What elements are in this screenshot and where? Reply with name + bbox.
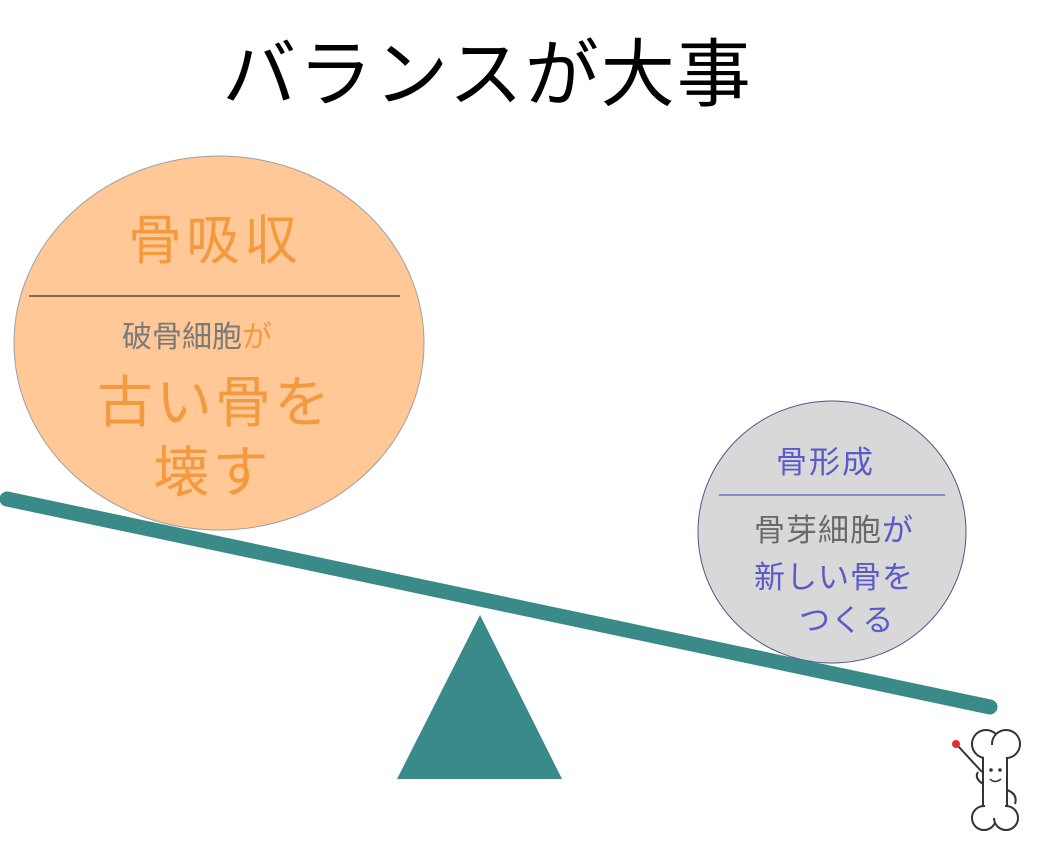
formation-cell-line: 骨芽細胞が	[754, 516, 914, 547]
formation-circle	[697, 400, 967, 664]
formation-action-line2: つくる	[799, 603, 895, 639]
resorption-particle: が	[242, 320, 272, 355]
seesaw-beam	[0, 491, 998, 715]
resorption-circle	[13, 155, 425, 531]
formation-cell-label: 骨芽細胞	[754, 513, 882, 549]
resorption-cell-line: 破骨細胞が	[122, 323, 272, 353]
formation-particle: が	[882, 513, 914, 549]
bone-mascot-icon	[952, 729, 1021, 831]
resorption-action-line2: 壊す	[153, 441, 272, 506]
resorption-action-line1: 古い骨を	[97, 371, 333, 436]
resorption-cell-label: 破骨細胞	[122, 320, 242, 355]
resorption-heading: 骨吸収	[128, 209, 302, 272]
formation-heading: 骨形成	[776, 445, 875, 481]
seesaw-fulcrum	[397, 615, 562, 779]
formation-action-line1: 新しい骨を	[754, 560, 914, 596]
page-title: バランスが大事	[222, 32, 753, 118]
